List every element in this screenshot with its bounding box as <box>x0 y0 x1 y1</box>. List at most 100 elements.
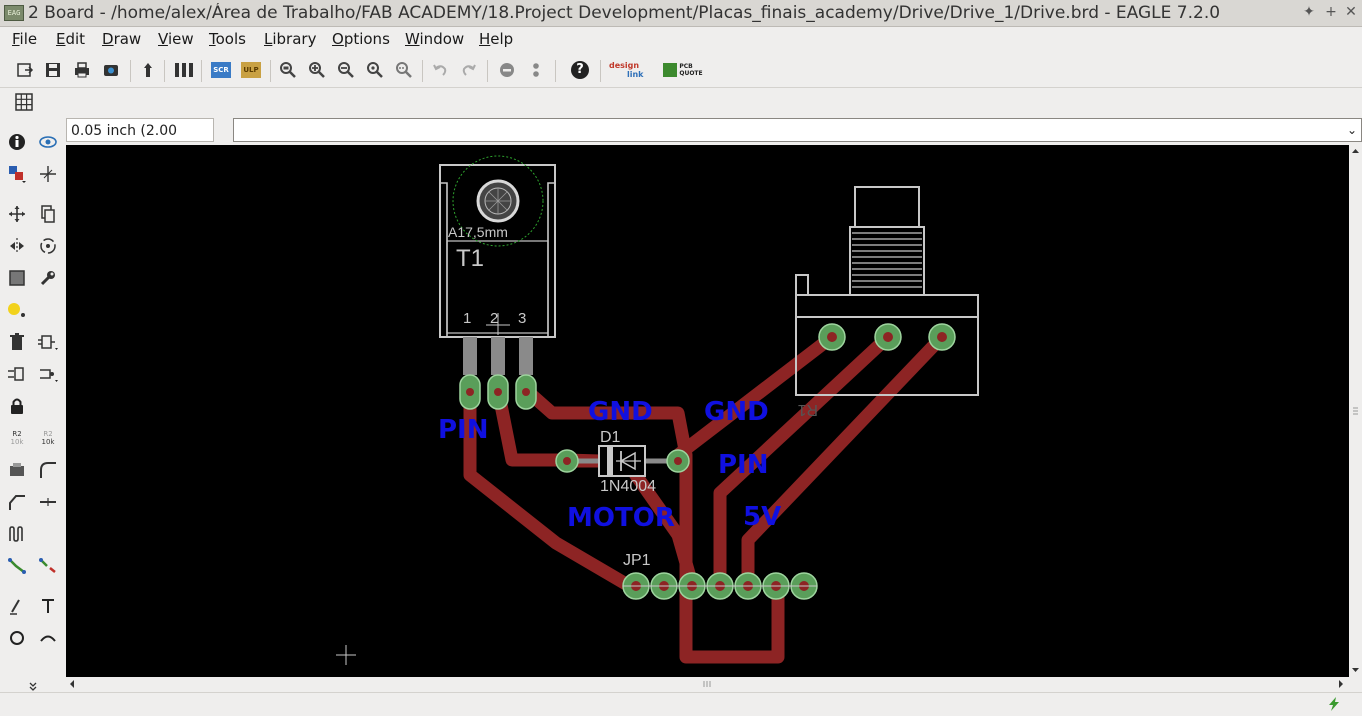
menu-window[interactable]: Window <box>405 30 465 48</box>
zoom-redraw-icon[interactable] <box>364 60 386 80</box>
smash-icon[interactable] <box>6 459 28 481</box>
label-gnd-left: GND <box>588 397 653 427</box>
pad-d1-a <box>555 449 579 473</box>
menu-view[interactable]: View <box>158 30 194 48</box>
lock-icon[interactable] <box>6 395 28 417</box>
diode-name-label: D1 <box>600 429 621 446</box>
toolbox-expand-icon[interactable] <box>22 675 44 697</box>
zoom-fit-icon[interactable] <box>277 60 299 80</box>
wire-icon[interactable] <box>6 595 28 617</box>
zoom-out-icon[interactable] <box>335 60 357 80</box>
split-icon[interactable] <box>6 491 28 513</box>
window-title: 2 Board - /home/alex/Área de Trabalho/FA… <box>28 3 1221 23</box>
change-icon[interactable] <box>37 267 59 289</box>
menu-help[interactable]: Help <box>479 30 514 48</box>
redo-icon[interactable] <box>458 60 480 80</box>
show-icon[interactable] <box>37 131 59 153</box>
mirror-icon[interactable] <box>6 235 28 257</box>
print-icon[interactable] <box>71 60 93 80</box>
lightning-icon <box>1326 696 1342 712</box>
command-history-dropdown[interactable]: ⌄ <box>1346 123 1358 137</box>
help-icon[interactable]: ? <box>569 60 591 80</box>
move-icon[interactable] <box>6 203 28 225</box>
pinswap-icon[interactable] <box>37 363 59 385</box>
pcb-quote-button[interactable]: PCB QUOTE <box>663 60 703 80</box>
grid-icon[interactable] <box>13 92 35 112</box>
open-icon[interactable] <box>14 60 36 80</box>
pad-t1-2 <box>487 374 509 410</box>
board-switch-icon[interactable] <box>137 60 159 80</box>
optimize-icon[interactable] <box>37 491 59 513</box>
display-layers-icon[interactable] <box>6 163 28 185</box>
trace-5v-pot <box>741 330 949 591</box>
menu-tools[interactable]: Tools <box>209 30 246 48</box>
coordinate-display: 0.05 inch (2.00 0.30) <box>66 118 214 163</box>
miter-icon[interactable] <box>37 459 59 481</box>
ripup-icon[interactable] <box>37 555 59 577</box>
minimize-button[interactable]: ✦ <box>1303 4 1315 20</box>
diode-d1 <box>566 445 678 477</box>
maximize-button[interactable]: + <box>1325 4 1337 20</box>
trace-gnd-pot <box>671 330 839 462</box>
label-5v: 5V <box>743 502 781 532</box>
cam-icon[interactable] <box>100 60 122 80</box>
pads <box>459 323 956 600</box>
command-line-input[interactable] <box>233 118 1362 142</box>
info-icon[interactable] <box>6 131 28 153</box>
label-motor: MOTOR <box>567 503 675 533</box>
label-pin-right: PIN <box>718 450 769 480</box>
toolbar-separator <box>201 60 202 82</box>
pad-r1-3 <box>928 323 956 351</box>
regulator-pin-1: 1 <box>463 310 471 327</box>
arc-icon[interactable] <box>37 627 59 649</box>
mark-icon[interactable] <box>37 163 59 185</box>
toolbar-separator <box>270 60 271 82</box>
zoom-select-icon[interactable] <box>393 60 415 80</box>
menu-draw[interactable]: Draw <box>102 30 142 48</box>
menu-options[interactable]: Options <box>332 30 390 48</box>
board-canvas[interactable]: A17,5mm T1 1 2 3 R1 D1 1N4004 JP1 PIN GN… <box>66 145 1349 677</box>
group-icon[interactable] <box>6 267 28 289</box>
design-link-button[interactable]: design link <box>609 61 644 79</box>
regulator-pin-2: 2 <box>490 310 498 327</box>
route-icon[interactable] <box>6 555 28 577</box>
toolbar-separator <box>600 60 601 82</box>
text-icon[interactable] <box>37 595 59 617</box>
crosshair-cursor <box>336 645 356 665</box>
circle-icon[interactable] <box>6 627 28 649</box>
title-bar: EAG 2 Board - /home/alex/Área de Trabalh… <box>0 0 1362 27</box>
close-button[interactable]: ✕ <box>1345 4 1357 20</box>
save-icon[interactable] <box>42 60 64 80</box>
rotate-icon[interactable] <box>37 235 59 257</box>
menu-library[interactable]: Library <box>264 30 317 48</box>
net-labels: PIN GND GND PIN MOTOR 5V <box>438 397 781 533</box>
stop-icon[interactable] <box>496 60 518 80</box>
grid-toolbar <box>0 88 1362 115</box>
zoom-in-icon[interactable] <box>306 60 328 80</box>
horizontal-scrollbar[interactable] <box>66 677 1349 691</box>
menu-file[interactable]: File <box>12 30 38 48</box>
vertical-scrollbar[interactable] <box>1349 145 1362 677</box>
layer-settings-icon[interactable] <box>173 60 195 80</box>
regulator-pin-3: 3 <box>518 310 526 327</box>
replace-icon[interactable] <box>6 363 28 385</box>
paste-icon[interactable] <box>6 299 28 321</box>
ulp-button[interactable]: ULP <box>240 60 262 80</box>
menu-edit[interactable]: Edit <box>56 30 86 48</box>
script-button[interactable]: SCR <box>210 60 232 80</box>
main-toolbar: SCR ULP ? design link PCB <box>0 53 1362 88</box>
toolbar-separator <box>422 60 423 82</box>
meander-icon[interactable] <box>6 523 28 545</box>
header-name-label: JP1 <box>623 552 651 569</box>
copy-icon[interactable] <box>37 203 59 225</box>
status-bar <box>0 692 1362 716</box>
delete-icon[interactable] <box>6 331 28 353</box>
go-icon[interactable] <box>525 60 547 80</box>
undo-icon[interactable] <box>429 60 451 80</box>
add-icon[interactable] <box>37 331 59 353</box>
diode-value-label: 1N4004 <box>600 478 656 495</box>
toolbar-separator <box>164 60 165 82</box>
